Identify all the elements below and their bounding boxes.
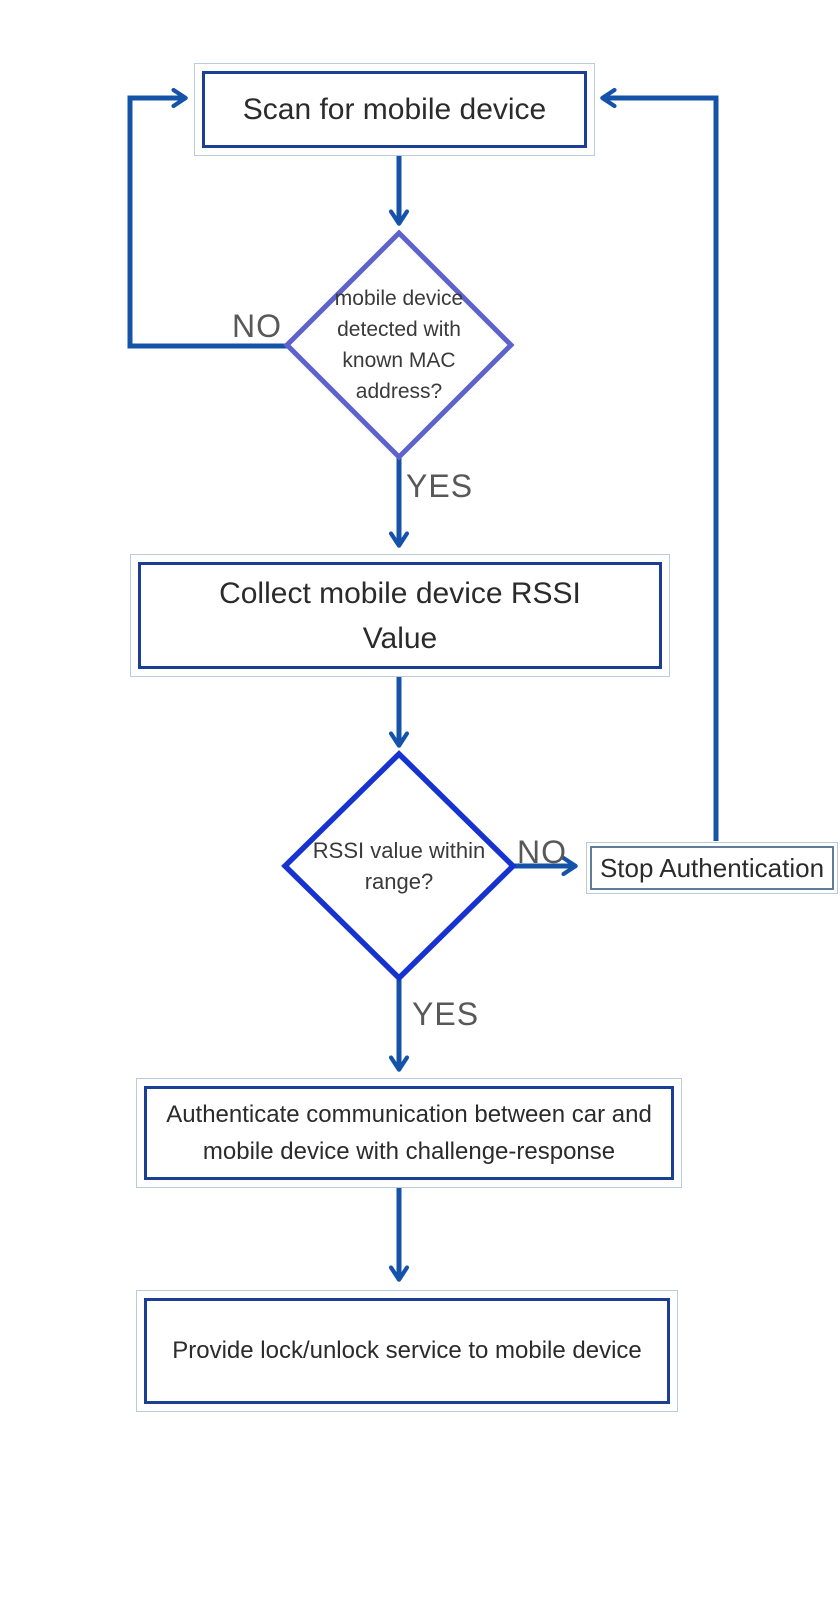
mac-yes-edge-label: YES (406, 468, 474, 504)
authenticate-line-1: Authenticate communication between car a… (166, 1100, 652, 1128)
scan-process-label: Scan for mobile device (242, 92, 547, 126)
mac-decision-line-1: mobile device (334, 287, 464, 310)
stop-authentication-box-frame: Stop Authentication (590, 846, 834, 890)
rssi-decision-text: RSSI value within range? (289, 835, 509, 897)
scan-process-box-frame: Scan for mobile device (202, 71, 587, 148)
mac-decision-line-2: detected with (337, 318, 461, 341)
rssi-decision-line-2: range? (364, 869, 434, 894)
mac-decision-line-3: known MAC (342, 349, 456, 372)
authenticate-process-box: Authenticate communication between car a… (136, 1078, 682, 1188)
mac-decision-text: mobile device detected with known MAC ad… (294, 283, 504, 407)
provide-service-process-box: Provide lock/unlock service to mobile de… (136, 1290, 678, 1412)
collect-rssi-line-2: Value (362, 621, 438, 655)
provide-service-label: Provide lock/unlock service to mobile de… (172, 1337, 642, 1365)
mac-no-edge-label: NO (232, 308, 282, 344)
rssi-no-edge-label: NO (517, 834, 567, 870)
rssi-decision-diamond (281, 750, 517, 982)
arrow-stop-feedback-to-scan (600, 87, 719, 841)
collect-rssi-process-box-frame: Collect mobile device RSSI Value (138, 562, 662, 669)
rssi-yes-edge-label: YES (412, 996, 480, 1032)
rssi-decision-line-1: RSSI value within (312, 838, 486, 863)
provide-service-process-box-frame: Provide lock/unlock service to mobile de… (144, 1298, 670, 1404)
stop-authentication-label: Stop Authentication (599, 853, 825, 883)
authenticate-line-2: mobile device with challenge-response (202, 1138, 616, 1165)
mac-decision-line-4: address? (355, 380, 443, 403)
collect-rssi-line-1: Collect mobile device RSSI (219, 576, 581, 610)
stop-authentication-box: Stop Authentication (586, 842, 838, 894)
arrow-mac-no-loop-to-scan (127, 87, 288, 349)
mac-decision-diamond (283, 229, 515, 461)
scan-process-box: Scan for mobile device (194, 63, 595, 156)
authenticate-process-box-frame: Authenticate communication between car a… (144, 1086, 674, 1180)
collect-rssi-process-box: Collect mobile device RSSI Value (130, 554, 670, 677)
